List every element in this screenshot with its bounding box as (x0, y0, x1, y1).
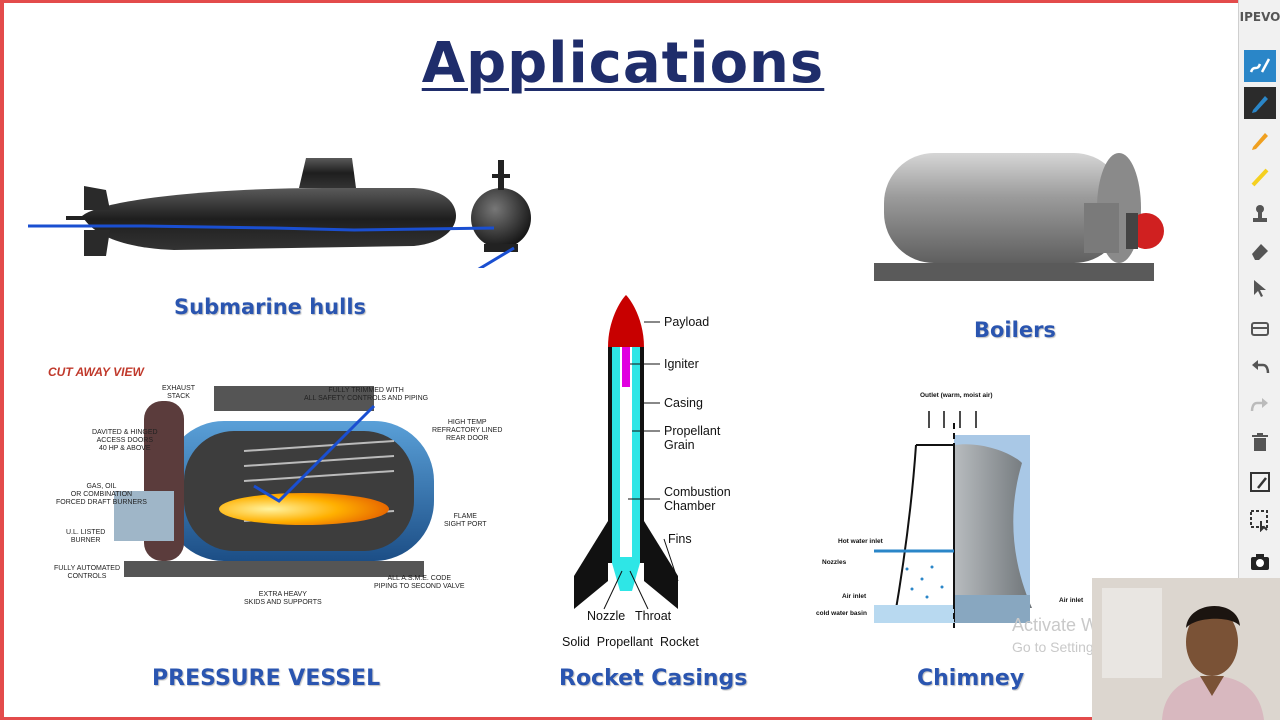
webcam-overlay (1092, 578, 1280, 720)
chimney-diagram (874, 411, 1032, 628)
stamp-icon[interactable] (1244, 198, 1276, 230)
cutaway-heading: CUT AWAY VIEW (48, 365, 144, 379)
slide: Applications Submarine hulls (0, 0, 1238, 720)
rocket-label-igniter: Igniter (664, 357, 699, 371)
pointer-icon[interactable] (1244, 272, 1276, 304)
label-flame: FLAME SIGHT PORT (444, 513, 487, 528)
label-exhaust: EXHAUST STACK (162, 385, 196, 400)
capture-select-icon[interactable] (1244, 504, 1276, 536)
caption-rocket: Rocket Casings (559, 666, 748, 691)
undo-icon[interactable] (1244, 350, 1276, 382)
rocket-label-throat: Throat (635, 609, 672, 623)
caption-submarine: Submarine hulls (174, 295, 367, 319)
submarine-image (28, 158, 531, 268)
highlighter-icon[interactable] (1244, 161, 1276, 193)
rocket-caption: Solid Propellant Rocket (562, 635, 699, 649)
eraser-icon[interactable] (1244, 235, 1276, 267)
pencil-icon[interactable] (1244, 124, 1276, 156)
boiler-image (874, 153, 1164, 281)
label-ul-listed: U.L. LISTED BURNER (66, 529, 106, 544)
pen-icon[interactable] (1244, 87, 1276, 119)
caption-boilers: Boilers (974, 318, 1056, 342)
label-fully-trimmed: FULLY TRIMMED WITH ALL SAFETY CONTROLS A… (304, 387, 429, 402)
label-gas-oil: GAS, OIL OR COMBINATION FORCED DRAFT BUR… (56, 483, 147, 506)
label-extra-heavy: EXTRA HEAVY SKIDS AND SUPPORTS (244, 591, 322, 606)
caption-chimney: Chimney (917, 666, 1025, 691)
chimney-label-basin: cold water basin (816, 610, 867, 617)
pressure-vessel-image (114, 386, 434, 577)
rocket-label-nozzle: Nozzle (587, 609, 626, 623)
chimney-label-air-inlet-left: Air inlet (842, 593, 867, 600)
rocket-label-propellant: Propellant Grain (664, 424, 721, 452)
chimney-label-outlet: Outlet (warm, moist air) (920, 392, 993, 399)
label-automated: FULLY AUTOMATED CONTROLS (54, 565, 120, 580)
chimney-label-hot-water: Hot water inlet (838, 538, 883, 545)
trash-icon[interactable] (1244, 426, 1276, 458)
rocket-label-combustion: Combustion Chamber (664, 485, 731, 513)
activate-windows-watermark: Activate W (1012, 615, 1099, 635)
slide-title: Applications (421, 31, 825, 96)
clear-icon[interactable] (1244, 312, 1276, 344)
activate-windows-settings: Go to Setting (1012, 639, 1094, 655)
label-davited: DAVITED & HINGED ACCESS DOORS 40 HP & AB… (92, 429, 158, 452)
rocket-diagram (574, 295, 679, 610)
chimney-label-nozzles: Nozzles (822, 559, 847, 566)
multi-pen-icon[interactable] (1244, 50, 1276, 82)
rocket-label-casing: Casing (664, 396, 703, 410)
rocket-label-payload: Payload (664, 315, 710, 329)
caption-pressure-vessel: PRESSURE VESSEL (152, 666, 381, 691)
capture-icon[interactable] (1244, 466, 1276, 498)
chimney-label-air-inlet-right: Air inlet (1059, 597, 1084, 604)
label-asme: ALL A.S.M.E. CODE PIPING TO SECOND VALVE (374, 575, 465, 590)
rocket-label-fins: Fins (668, 532, 692, 546)
camera-icon[interactable] (1244, 546, 1276, 578)
ipevo-logo: IPEVO (1239, 10, 1280, 24)
redo-icon[interactable] (1244, 388, 1276, 420)
label-high-temp: HIGH TEMP REFRACTORY LINED REAR DOOR (432, 419, 503, 442)
